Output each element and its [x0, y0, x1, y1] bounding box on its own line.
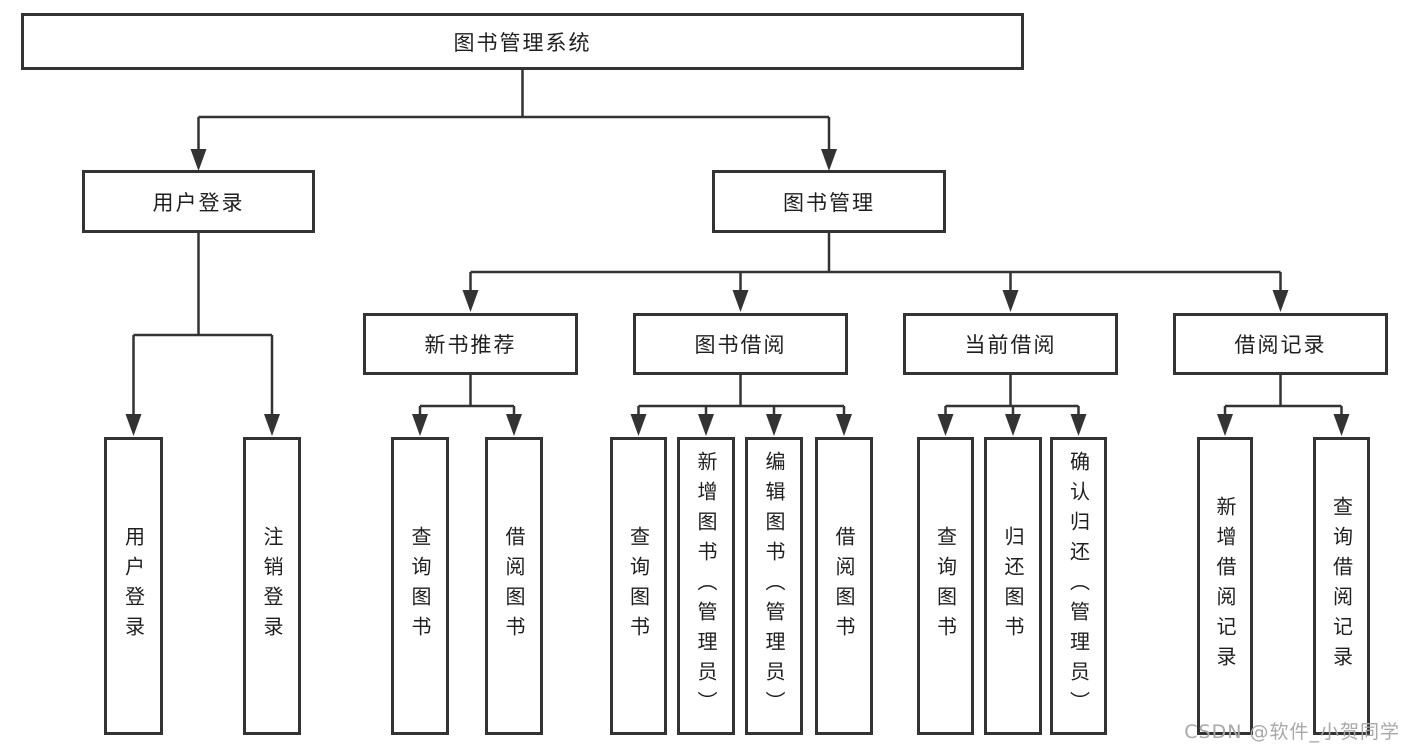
node-new-book-recommend: 新书推荐 — [363, 313, 578, 375]
leaf-confirm-return-admin: 确认归还（管理员） — [1050, 437, 1107, 735]
leaf-edit-book-admin: 编辑图书（管理员） — [745, 437, 803, 735]
node-user-login: 用户登录 — [82, 170, 315, 233]
node-book-management: 图书管理 — [712, 170, 946, 233]
node-root: 图书管理系统 — [21, 13, 1024, 70]
leaf-add-borrow-record: 新增借阅记录 — [1197, 437, 1253, 735]
leaf-logout: 注销登录 — [243, 437, 301, 735]
watermark: CSDN @软件_小贺同学 — [1184, 721, 1400, 743]
leaf-query-books-borrowing: 查询图书 — [610, 437, 667, 735]
leaf-add-book-admin: 新增图书（管理员） — [677, 437, 735, 735]
leaf-user-login: 用户登录 — [104, 437, 163, 735]
node-book-borrowing: 图书借阅 — [633, 313, 848, 375]
leaf-query-books-recommend: 查询图书 — [391, 437, 449, 735]
leaf-borrow-books-recommend: 借阅图书 — [485, 437, 543, 735]
node-current-borrowing: 当前借阅 — [903, 313, 1118, 375]
leaf-return-books: 归还图书 — [984, 437, 1042, 735]
leaf-query-books-current: 查询图书 — [917, 437, 974, 735]
leaf-query-borrow-record: 查询借阅记录 — [1313, 437, 1370, 735]
node-borrowing-records: 借阅记录 — [1173, 313, 1388, 375]
leaf-borrow-books-borrowing: 借阅图书 — [815, 437, 873, 735]
